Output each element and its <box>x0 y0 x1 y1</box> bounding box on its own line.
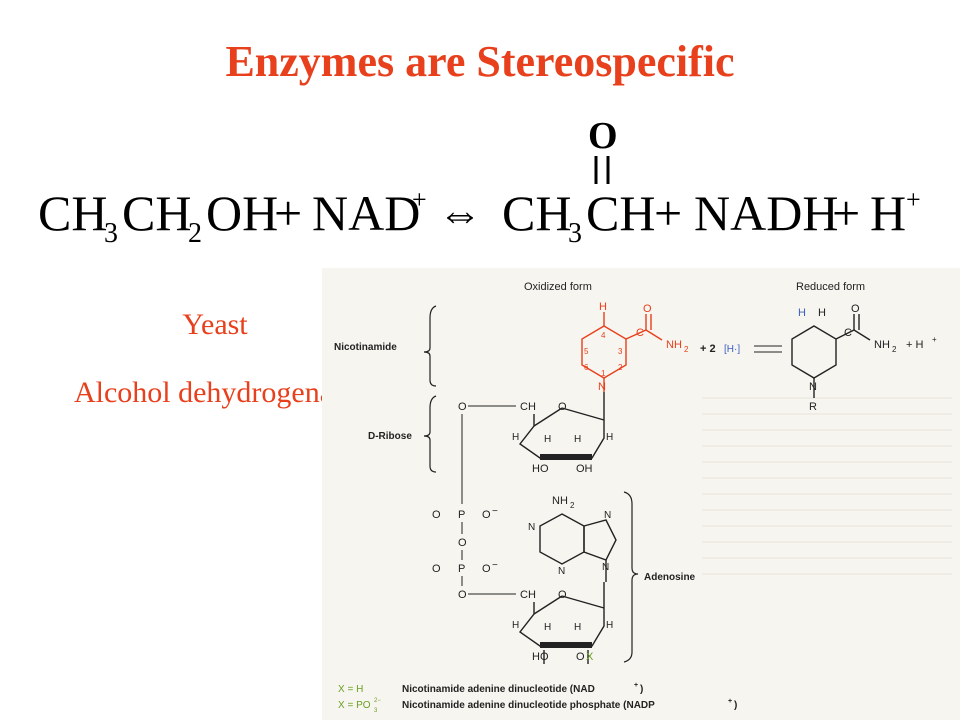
svg-text:−: − <box>492 506 498 517</box>
legend-nadp: Nicotinamide adenine dinucleotide phosph… <box>402 700 655 711</box>
plus-sign: + <box>274 185 302 241</box>
svg-text:2: 2 <box>570 501 575 510</box>
svg-text:H: H <box>544 434 551 445</box>
svg-text:H: H <box>606 432 613 443</box>
adenosine-label: Adenosine <box>644 572 696 583</box>
slide-title: Enzymes are Stereospecific <box>225 37 735 86</box>
carbonyl-oxygen: O <box>588 115 618 157</box>
svg-text:2: 2 <box>892 345 897 354</box>
svg-text:N: N <box>604 510 611 521</box>
legend-x-h: X = H <box>338 684 363 695</box>
product-nadh: NADH <box>694 185 838 241</box>
svg-text:2−: 2− <box>374 698 381 704</box>
legend-x-po3: X = PO <box>338 700 371 711</box>
reduced-r: R <box>809 401 817 413</box>
svg-text:O: O <box>458 537 467 549</box>
svg-text:O: O <box>482 509 491 521</box>
reactant-ch3: CH <box>38 185 107 241</box>
hydride-label: [H·] <box>724 344 740 355</box>
subscript-3: 3 <box>568 218 582 249</box>
reduced-form-header: Reduced form <box>796 281 865 293</box>
reactant-ch2: CH <box>122 185 191 241</box>
reduced-n: N <box>809 381 817 393</box>
ho-upper: HO <box>532 463 549 475</box>
reduced-nh2: NH <box>874 339 890 351</box>
product-h: H <box>870 185 906 241</box>
oh-upper: OH <box>576 463 593 475</box>
amide-nh2: NH <box>666 339 682 351</box>
svg-text:N: N <box>558 566 565 577</box>
ho-lower: HO <box>532 651 549 663</box>
svg-text:N: N <box>602 562 609 573</box>
svg-text:H: H <box>574 434 581 445</box>
legend-nad: Nicotinamide adenine dinucleotide (NAD <box>402 684 595 695</box>
ribose-link-oxygen: O <box>458 401 467 413</box>
h-plus: + H <box>906 339 923 351</box>
amide-oxygen: O <box>643 303 652 315</box>
ribose-ring-o: O <box>558 401 567 413</box>
svg-text:+: + <box>932 335 937 344</box>
adenine-nh2: NH <box>552 495 568 507</box>
svg-text:2: 2 <box>684 345 689 354</box>
plus-sign: + <box>832 185 860 241</box>
svg-text:1: 1 <box>601 369 606 378</box>
equilibrium-arrow: ⇔ <box>438 189 482 238</box>
svg-text:4: 4 <box>601 331 606 340</box>
reduced-amide-c: C <box>844 327 852 339</box>
svg-text:): ) <box>734 700 737 711</box>
svg-text:H: H <box>606 620 613 631</box>
reduced-h: H <box>818 307 826 319</box>
svg-text:O: O <box>482 563 491 575</box>
phosphate-p-1: P <box>458 509 465 521</box>
ch2-lower: CH <box>520 589 536 601</box>
superscript-plus: + <box>412 185 427 214</box>
reactant-nad: NAD <box>312 185 420 241</box>
reactant-oh: OH <box>206 185 278 241</box>
svg-text:): ) <box>640 684 643 695</box>
d-ribose-label: D-Ribose <box>368 431 412 442</box>
svg-text:H: H <box>512 620 519 631</box>
x-group: X <box>586 651 594 663</box>
svg-text:3: 3 <box>618 347 623 356</box>
svg-text:5: 5 <box>584 347 589 356</box>
organism-label: Yeast <box>182 308 248 341</box>
subscript-3: 3 <box>104 218 118 249</box>
phosphate-oxygen-2: O <box>432 563 441 575</box>
svg-text:+: + <box>634 682 638 689</box>
reduced-amide-o: O <box>851 303 860 315</box>
svg-text:H: H <box>544 622 551 633</box>
svg-text:H: H <box>512 432 519 443</box>
nicotinamide-label: Nicotinamide <box>334 342 397 353</box>
svg-text:+: + <box>728 698 732 705</box>
product-ch3: CH <box>502 185 571 241</box>
enzyme-label: Alcohol dehydrogenase <box>73 376 359 409</box>
reduced-h-blue: H <box>798 307 806 319</box>
nad-structure-figure: Oxidized form Reduced form Nicotinamide … <box>322 268 960 720</box>
svg-text:H: H <box>574 622 581 633</box>
svg-text:O: O <box>458 589 467 601</box>
oxidized-form-header: Oxidized form <box>524 281 592 293</box>
svg-text:2: 2 <box>618 363 623 372</box>
reaction-equation: O CH 3 CH 2 OH + NAD + ⇔ CH 3 CH + NADH … <box>38 115 921 249</box>
svg-text:−: − <box>492 560 498 571</box>
ring-nitrogen: N <box>598 381 606 393</box>
plus-two: + 2 <box>700 343 716 355</box>
product-ch: CH <box>586 185 655 241</box>
subscript-2: 2 <box>188 218 202 249</box>
amide-carbon: C <box>636 327 644 339</box>
ox-prefix: O <box>576 651 585 663</box>
svg-text:N: N <box>528 522 535 533</box>
phosphate-oxygen-1: O <box>432 509 441 521</box>
ring-h: H <box>599 301 607 313</box>
svg-text:3: 3 <box>374 708 378 714</box>
plus-sign: + <box>654 185 682 241</box>
svg-text:6: 6 <box>584 363 589 372</box>
ribose-ring-o-lower: O <box>558 589 567 601</box>
ch2-upper: CH <box>520 401 536 413</box>
phosphate-p-2: P <box>458 563 465 575</box>
superscript-plus: + <box>906 185 921 214</box>
